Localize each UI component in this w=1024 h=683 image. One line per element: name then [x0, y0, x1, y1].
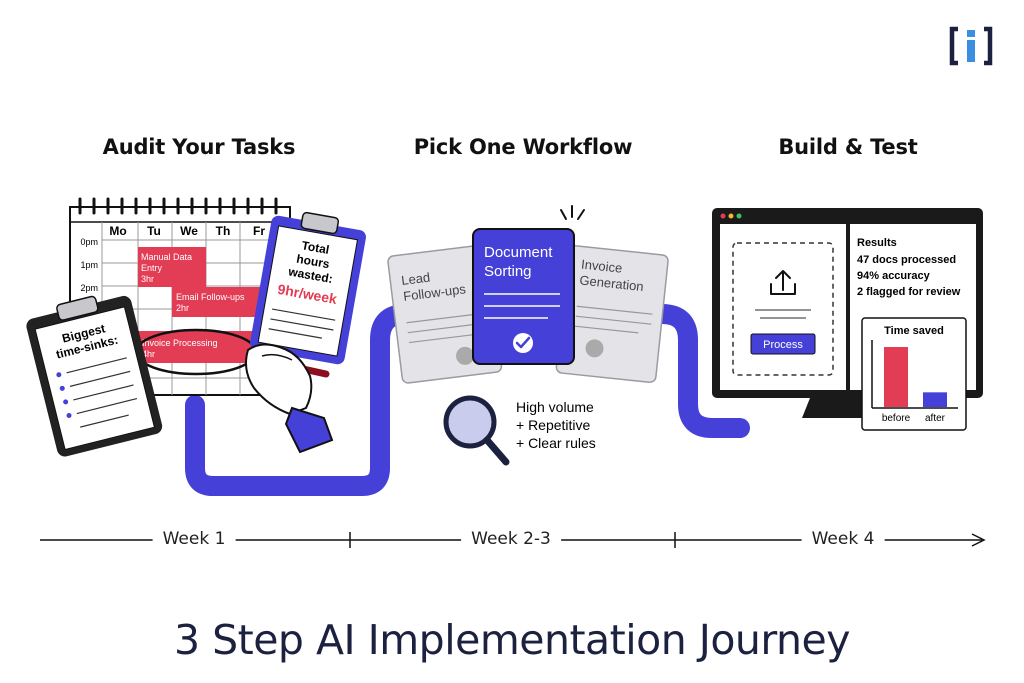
card-label: Invoice — [580, 257, 623, 276]
task-hours: 3hr — [141, 274, 154, 284]
hand-with-pen-icon — [245, 343, 334, 454]
chart-title: Time saved — [884, 325, 944, 337]
process-button — [750, 333, 816, 355]
process-button-label: Process — [763, 339, 803, 351]
result-line: 47 docs processed — [857, 254, 956, 266]
card-label: Generation — [579, 272, 645, 294]
result-line: 94% accuracy — [857, 270, 931, 282]
card-invoice-generation: Invoice Generation — [555, 244, 669, 384]
task-label: Invoice Processing — [142, 338, 218, 348]
journey-path — [185, 304, 750, 496]
card-label: Sorting — [484, 263, 532, 280]
task-label: Entry — [141, 263, 163, 273]
clipboard-hours-wasted: Total hours wasted: 9hr/week — [250, 211, 366, 365]
step-title-build: Build & Test — [778, 135, 918, 159]
chart-label-before: before — [882, 413, 911, 424]
card-document-sorting: Document Sorting — [472, 205, 585, 365]
time-label: 2pm — [80, 283, 98, 293]
result-line: 2 flagged for review — [857, 286, 961, 298]
bar-after — [923, 392, 947, 407]
step-title-audit: Audit Your Tasks — [102, 135, 296, 159]
card-label: Document — [484, 244, 553, 261]
day-label: We — [180, 224, 198, 238]
criteria-line: High volume — [516, 399, 594, 415]
upload-dropzone — [732, 242, 834, 376]
day-label: Th — [216, 224, 231, 238]
time-saved-card: Time saved before after — [861, 317, 967, 431]
timeline-label-week-2-3: Week 2-3 — [461, 529, 561, 549]
info-bracket-logo-icon — [949, 26, 993, 66]
task-label: Email Follow-ups — [176, 292, 245, 302]
time-label: 0pm — [80, 237, 98, 247]
task-block-data-entry — [138, 247, 206, 287]
day-label: Tu — [147, 224, 161, 238]
clipboard-time-sinks: Biggest time-sinks: — [26, 295, 163, 457]
task-hours: 4hr — [142, 349, 155, 359]
task-label: Manual Data — [141, 252, 192, 262]
upload-icon — [770, 270, 796, 295]
day-label: Mo — [109, 224, 126, 238]
task-hours: 2hr — [176, 303, 189, 313]
day-label: Fr — [253, 224, 265, 238]
step-title-pick: Pick One Workflow — [413, 135, 633, 159]
card-label: Lead — [400, 270, 431, 288]
arrow-right-icon — [971, 533, 986, 547]
bar-before — [884, 347, 908, 407]
clipboard-text: Total — [301, 238, 331, 257]
criteria-line: + Repetitive — [516, 417, 591, 433]
magnifier-icon — [443, 395, 510, 466]
timeline-label-week-4: Week 4 — [801, 529, 885, 549]
timeline-label-week-1: Week 1 — [152, 529, 236, 549]
time-label: 1pm — [80, 260, 98, 270]
check-icon — [515, 336, 531, 349]
results-title: Results — [857, 237, 897, 249]
task-block-email — [172, 287, 268, 317]
clipboard-text: hours — [295, 252, 331, 272]
chart-label-after: after — [925, 413, 946, 424]
criteria-line: + Clear rules — [516, 435, 596, 451]
page-caption: 3 Step AI Implementation Journey — [173, 616, 851, 664]
